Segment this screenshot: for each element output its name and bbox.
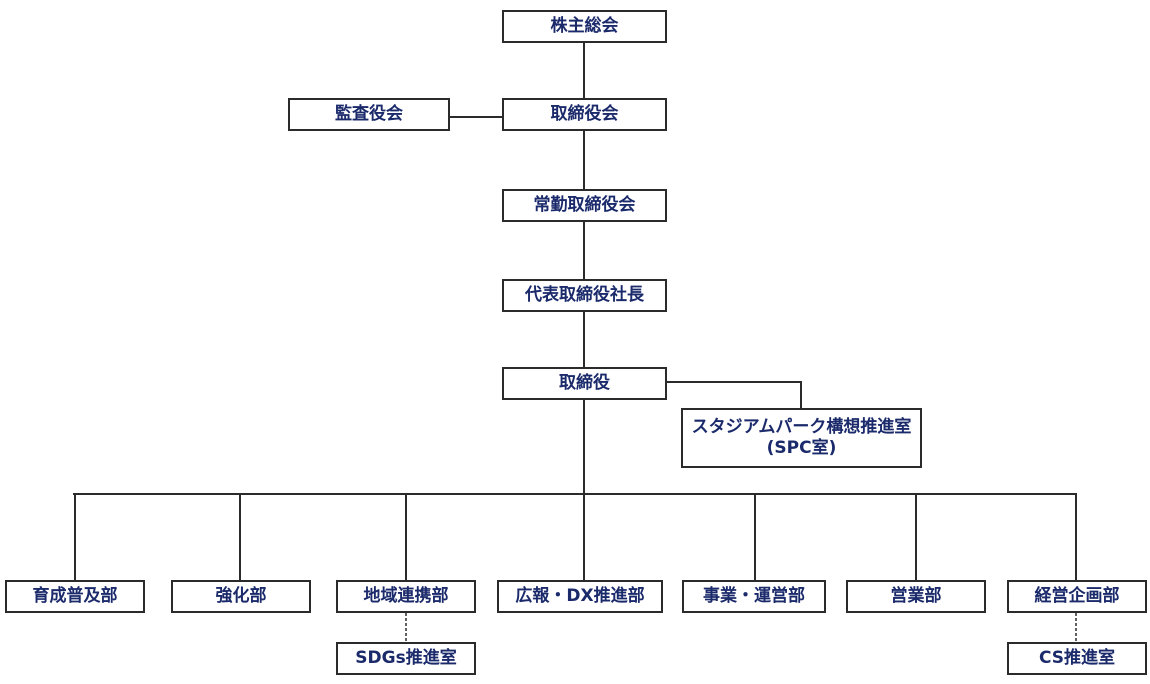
node-shareholders-meeting: 株主総会 [502,10,667,43]
department-5: 事業・運営部 [682,580,826,613]
node-label: 取締役 [559,372,610,393]
department-label: 地域連携部 [363,585,449,606]
department-3: 地域連携部 [336,580,476,613]
sub-office-label: CS推進室 [1038,647,1116,668]
node-label-line1: スタジアムパーク構想推進室 [691,416,912,437]
node-label: 株主総会 [550,15,619,36]
department-6: 営業部 [846,580,986,613]
department-label: 事業・運営部 [703,585,805,606]
node-audit-board: 監査役会 [288,98,450,131]
department-1: 育成普及部 [5,580,145,613]
department-2: 強化部 [171,580,311,613]
department-7: 経営企画部 [1007,580,1147,613]
sub-office-cs: CS推進室 [1007,642,1147,675]
node-label: 代表取締役社長 [525,284,644,305]
department-label: 経営企画部 [1034,585,1120,606]
node-executive-board: 常勤取締役会 [502,189,667,222]
node-label: 監査役会 [335,103,403,124]
sub-office-sdgs: SDGs推進室 [336,642,476,675]
node-president: 代表取締役社長 [502,279,667,312]
node-board-of-directors: 取締役会 [502,98,667,131]
department-label: 営業部 [890,585,942,606]
node-label: 取締役会 [550,103,619,124]
department-4: 広報・DX推進部 [497,580,663,613]
department-label: 強化部 [215,585,267,606]
department-label: 育成普及部 [32,585,118,606]
node-label-line2: (SPC室) [766,438,837,458]
department-label: 広報・DX推進部 [515,585,645,606]
node-directors: 取締役 [502,367,667,400]
line-directors-spc [667,381,802,408]
node-label: 常勤取締役会 [533,194,636,215]
node-spc-office: スタジアムパーク構想推進室 (SPC室) [681,408,922,468]
sub-office-label: SDGs推進室 [355,647,457,668]
